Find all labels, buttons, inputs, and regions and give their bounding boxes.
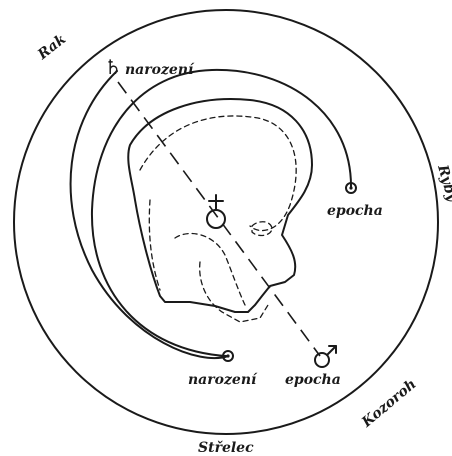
skull-profile [128, 99, 312, 312]
zodiac-label-rak: Rak [34, 31, 69, 63]
mars-epoch-label: epocha [285, 372, 341, 388]
zodiac-circle [14, 10, 438, 434]
mars-birth-label: narození [188, 372, 258, 388]
skull-dashed-outline [140, 116, 296, 290]
saturn-birth-label: narození [125, 62, 195, 78]
earth-icon [207, 210, 225, 228]
saturn-epoch-label: epocha [327, 203, 383, 219]
zodiac-label-kozoroh: Kozoroh [358, 376, 419, 431]
saturn-mars-axis [118, 82, 320, 356]
mars-icon-arrow-shaft [327, 346, 336, 355]
saturn-epoch-marker-dot [349, 186, 352, 189]
saturn-glyph: ♄ [104, 55, 122, 79]
zodiac-label-strelec: Střelec [198, 440, 254, 456]
mars-birth-marker-dot [226, 354, 229, 357]
